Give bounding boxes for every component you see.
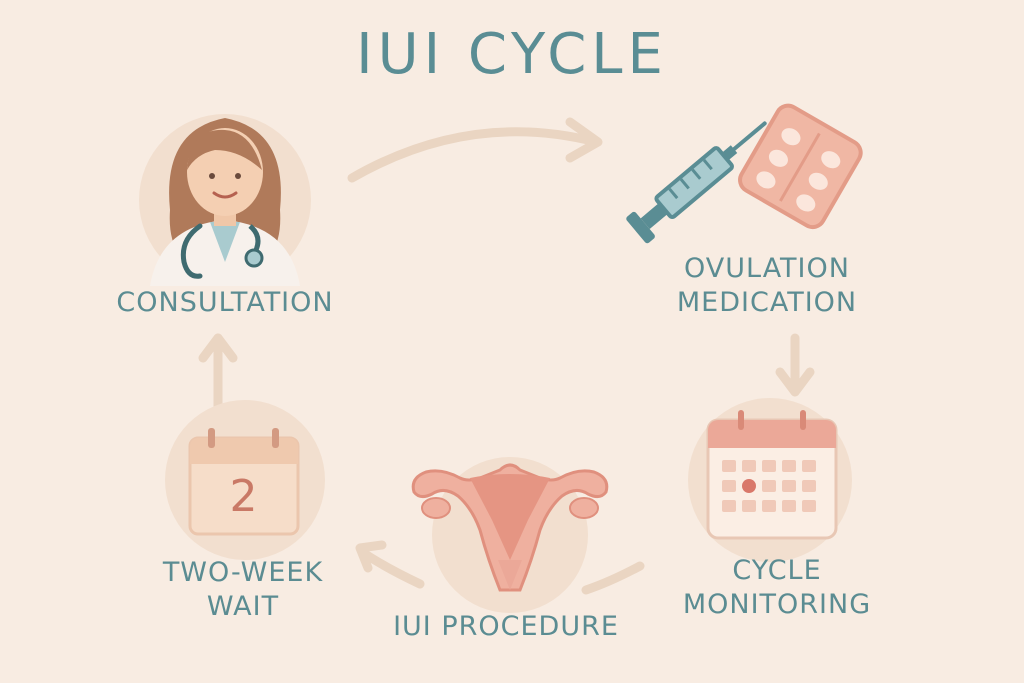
medication-label-line-2: MEDICATION [676, 287, 858, 318]
arrow-monitoring-to-procedure [581, 561, 645, 595]
monitoring-label-line-2: MONITORING [682, 589, 872, 620]
step-label-cycle-monitoring: CYCLE MONITORING [672, 554, 882, 622]
wait-label-line-2: WAIT [206, 591, 280, 622]
arrow-consultation-to-medication-head [565, 117, 603, 163]
consultation-label-line-1: CONSULTATION [116, 287, 334, 318]
step-label-iui-procedure: IUI PROCEDURE [380, 610, 632, 644]
procedure-label-line-1: IUI PROCEDURE [393, 611, 619, 642]
step-label-ovulation-medication: OVULATION MEDICATION [662, 252, 872, 320]
diagram-title: IUI CYCLE [356, 22, 668, 87]
syringe-and-pills-icon [626, 103, 863, 244]
calendar-day-icon [188, 428, 300, 536]
wait-label-line-1: TWO-WEEK [162, 557, 324, 588]
doctor-icon [150, 118, 300, 286]
calendar-icon [706, 410, 838, 540]
medication-label-line-1: OVULATION [684, 253, 850, 284]
monitoring-label-line-1: CYCLE [732, 555, 822, 586]
step-label-two-week-wait: TWO-WEEK WAIT [148, 556, 338, 624]
arrow-consultation-to-medication [347, 127, 601, 183]
arrow-wait-to-consultation-head [198, 333, 238, 363]
calendar-day-number: 2 [229, 471, 259, 522]
arrow-procedure-to-wait-head [355, 540, 387, 573]
step-label-consultation: CONSULTATION [105, 286, 345, 320]
uterus-icon [411, 463, 609, 592]
arrow-medication-to-monitoring-head [775, 367, 815, 397]
